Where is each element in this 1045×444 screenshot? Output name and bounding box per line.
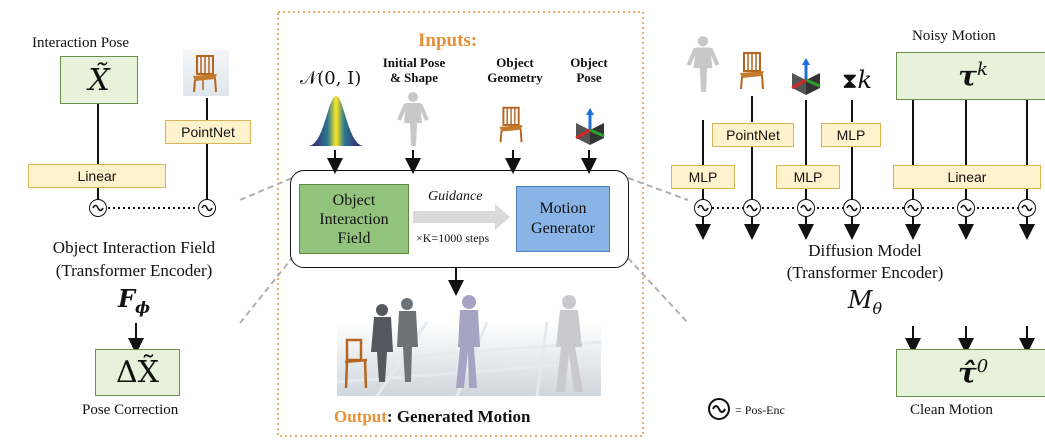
initial-pose-label: Initial Pose & Shape: [382, 55, 446, 85]
object-geometry-label: Object Geometry: [487, 55, 543, 85]
pos-enc-icon: [904, 199, 922, 217]
pos-enc-icon: [957, 199, 975, 217]
pos-enc-icon: [1018, 199, 1036, 217]
diffusion-symbol: Mθ: [847, 286, 883, 318]
diffusion-subtitle: (Transformer Encoder): [786, 263, 944, 282]
chair-icon: [499, 106, 523, 143]
pos-enc-icon: [843, 199, 861, 217]
field-symbol: Fϕ: [117, 284, 151, 317]
guidance-label: Guidance: [428, 189, 483, 204]
pointnet-box-left: PointNet: [165, 120, 251, 144]
noisy-motion-box: τk: [896, 52, 1045, 100]
pos-enc-icon: [198, 199, 216, 217]
mlp-box-pose: MLP: [671, 165, 735, 189]
chair-icon: [740, 52, 764, 90]
clean-motion-box: τ̂0: [896, 349, 1045, 397]
guidance-container: [290, 170, 629, 268]
steps-label: ×K=1000 steps: [416, 231, 490, 245]
generated-motion-image: [337, 292, 601, 396]
noise-label: 𝒩(0, I): [300, 68, 362, 89]
object-pose-label: Object Pose: [570, 55, 608, 85]
tau-hat: τ̂0: [957, 356, 989, 390]
oif-box: Object Interaction Field: [299, 184, 409, 254]
human-icon: [397, 92, 429, 146]
tau-k: τk: [958, 59, 988, 93]
mlp-box-objpose: MLP: [776, 165, 840, 189]
pos-enc-icon: [694, 199, 712, 217]
pos-enc-legend-icon: [708, 398, 730, 420]
gaussian-icon: [308, 96, 364, 146]
linear-box-left: Linear: [28, 164, 166, 188]
axes-icon: [791, 58, 821, 95]
inputs-title: Inputs:: [418, 30, 478, 51]
interaction-pose-symbol: X̃: [88, 62, 110, 98]
human-icon: [686, 36, 720, 92]
interaction-pose-box: X̃: [60, 56, 138, 104]
noisy-motion-label: Noisy Motion: [912, 28, 996, 44]
clean-motion-label: Clean Motion: [910, 402, 993, 418]
axes-icon: [575, 108, 605, 145]
pos-enc-icon: [89, 199, 107, 217]
linear-box-right: Linear: [893, 165, 1041, 189]
motion-generator-box: Motion Generator: [516, 186, 610, 252]
chair-thumbnail: [183, 50, 229, 96]
pose-correction-label: Pose Correction: [82, 402, 179, 418]
pos-enc-icon: [743, 199, 761, 217]
mlp-box-time: MLP: [821, 123, 881, 147]
inputs-frame: [277, 11, 644, 437]
output-label: Output: Generated Motion: [334, 407, 531, 426]
hourglass-step: ⧗k: [842, 66, 872, 94]
pose-correction-box: ΔX̃: [95, 349, 180, 396]
chair-icon: [193, 55, 217, 93]
diffusion-title: Diffusion Model: [808, 241, 922, 260]
hourglass-icon: ⧗: [842, 68, 858, 93]
interaction-pose-label: Interaction Pose: [32, 35, 130, 51]
field-subtitle: (Transformer Encoder): [55, 261, 213, 280]
motion-scene: [337, 295, 601, 396]
pointnet-box-right: PointNet: [712, 123, 794, 147]
field-title: Object Interaction Field: [52, 238, 216, 257]
delta-symbol: ΔX̃: [115, 355, 160, 390]
pos-enc-legend-label: = Pos-Enc: [735, 403, 785, 417]
pos-enc-icon: [797, 199, 815, 217]
